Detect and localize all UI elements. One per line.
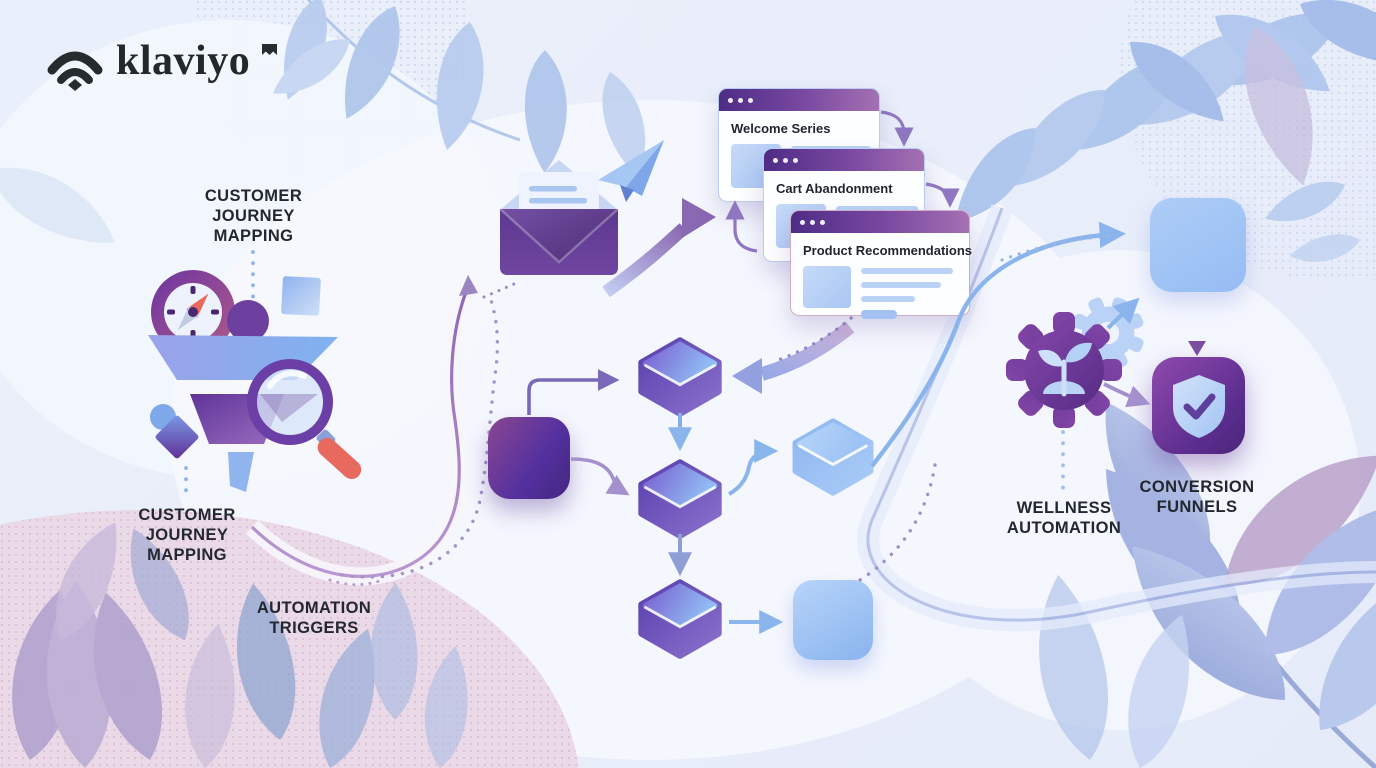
window-title: Cart Abandonment (776, 181, 893, 196)
hexagon-node-1 (638, 337, 722, 417)
gear-seedling-icon (1006, 297, 1144, 428)
hexagon-node-blue (792, 418, 874, 496)
paper-plane-icon (598, 140, 664, 202)
label-customer-journey-mapping-bottom: CUSTOMER JOURNEY MAPPING (138, 506, 236, 565)
compass-funnel-magnifier-icon (148, 270, 362, 492)
window-dot (800, 219, 805, 225)
window-title: Product Recommendations (803, 243, 973, 258)
open-envelope-icon (499, 140, 664, 275)
compass-icon (151, 270, 235, 354)
label-customer-journey-mapping-top: CUSTOMER JOURNEY MAPPING (204, 187, 303, 246)
flag-trademark-icon (262, 43, 278, 55)
text-lines (861, 266, 957, 319)
label-conversion-funnels: CONVERSION FUNNELS (1139, 478, 1255, 517)
label-wellness-automation: WELLNESS AUTOMATION (1006, 499, 1122, 538)
window-dot (820, 219, 825, 225)
flow-node-end (793, 580, 873, 660)
button-block (861, 310, 897, 319)
shield-check-icon (1152, 357, 1245, 454)
window-titlebar (719, 89, 879, 111)
flow-node-goal (1150, 198, 1246, 292)
klaviyo-signal-icon (47, 51, 103, 91)
thumbnail-block (803, 266, 851, 308)
window-titlebar (764, 149, 924, 171)
window-dot (810, 219, 815, 225)
magnifying-glass-icon (247, 359, 362, 480)
window-dot (773, 157, 778, 163)
brand-wordmark: klaviyo (116, 38, 251, 84)
window-dot (783, 157, 788, 163)
hexagon-node-3 (638, 579, 722, 659)
hexagon-node-2 (638, 459, 722, 539)
window-title: Welcome Series (731, 121, 831, 136)
window-dot (748, 97, 753, 103)
window-dot (793, 157, 798, 163)
klaviyo-logo: klaviyo (44, 34, 278, 92)
flow-node-start (488, 417, 570, 499)
window-titlebar (791, 211, 969, 233)
label-automation-triggers: AUTOMATION TRIGGERS (256, 599, 372, 638)
window-dot (738, 97, 743, 103)
window-dot (728, 97, 733, 103)
flow-window-product-recommendations: Product Recommendations (790, 210, 973, 319)
